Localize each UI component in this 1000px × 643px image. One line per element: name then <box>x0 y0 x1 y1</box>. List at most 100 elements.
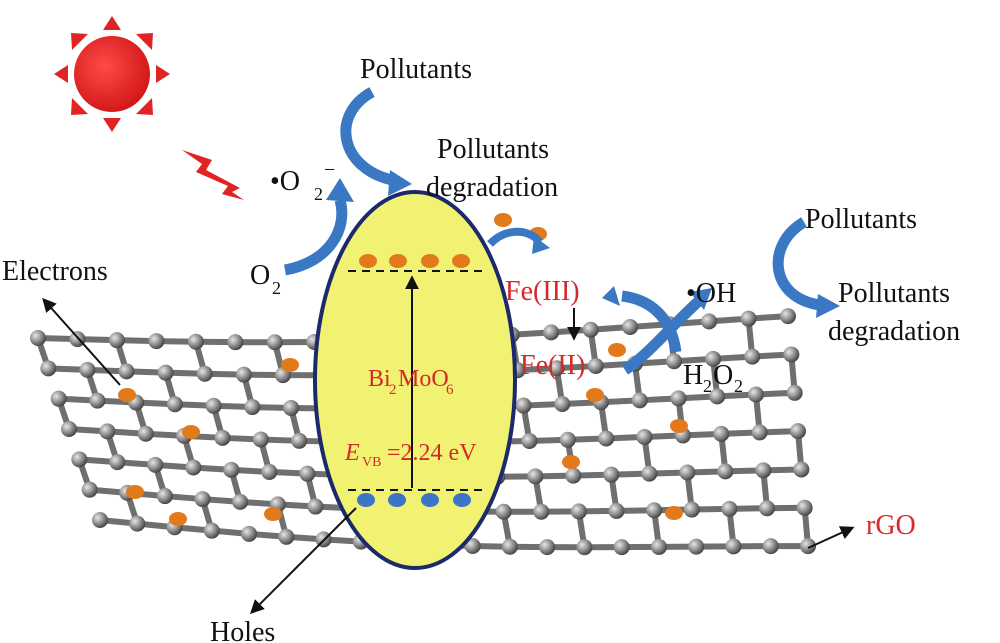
graphene-atom <box>725 538 742 555</box>
graphene-atom <box>235 366 252 383</box>
graphene-atom <box>79 361 96 378</box>
svg-text:•O: •O <box>270 166 300 197</box>
svg-text:=2.24 eV: =2.24 eV <box>387 440 477 466</box>
blue-arrowheads <box>326 170 840 318</box>
graphene-atom <box>646 502 663 519</box>
graphene-atom <box>598 430 615 447</box>
fe3-label: Fe(III) <box>505 276 580 307</box>
graphene-atom <box>244 399 261 416</box>
graphene-atom <box>464 537 481 554</box>
graphene-atom <box>278 528 295 545</box>
graphene-atom <box>783 346 800 363</box>
graphene-atom <box>252 431 269 448</box>
graphene-atom <box>495 503 512 520</box>
rgo-label: rGO <box>866 510 916 541</box>
degradation-top-line1: Pollutants <box>437 134 549 165</box>
graphene-atom <box>759 500 776 517</box>
graphene-atom <box>780 308 796 325</box>
graphene-atom <box>187 333 204 350</box>
graphene-atom <box>688 538 705 555</box>
graphene-atom <box>793 461 810 478</box>
graphene-atom <box>701 313 718 330</box>
svg-text:O: O <box>713 360 733 391</box>
graphene-atom <box>603 466 620 483</box>
graphene-atom <box>576 539 593 556</box>
pollutant-arrow-top <box>340 87 394 186</box>
graphene-atom <box>755 462 772 479</box>
graphene-atom <box>636 428 653 445</box>
electrons-label: Electrons <box>2 256 108 287</box>
bi2moo6-particle <box>313 190 517 570</box>
graphene-atom <box>608 502 625 519</box>
pollutants-right-label: Pollutants <box>805 204 917 235</box>
graphene-atom <box>299 465 316 482</box>
graphene-atom <box>543 324 560 341</box>
pollutants-top-label: Pollutants <box>360 54 472 85</box>
degradation-top-line2: degradation <box>426 172 558 203</box>
sun-icon <box>54 16 170 132</box>
graphene-atom <box>147 456 164 473</box>
svg-text:2: 2 <box>314 184 323 204</box>
evb-label: E VB =2.24 eV <box>344 440 477 470</box>
graphene-atom <box>214 429 231 446</box>
graphene-atom <box>157 364 174 381</box>
graphene-atom <box>166 396 183 413</box>
graphene-atom <box>713 425 730 442</box>
electron-transfer-arrow <box>487 227 544 247</box>
graphene-atom <box>565 467 582 484</box>
graphene-atom <box>683 501 700 518</box>
graphene-atom <box>582 321 599 338</box>
graphene-atom <box>185 459 202 476</box>
svg-text:MoO: MoO <box>398 366 449 392</box>
graphene-atom <box>148 333 165 350</box>
superoxide-label: •O 2 − <box>270 159 335 204</box>
graphene-atom <box>223 461 240 478</box>
graphene-atom <box>740 310 757 327</box>
graphene-atom <box>613 539 630 556</box>
graphene-atom <box>92 512 108 528</box>
svg-text:2: 2 <box>272 278 281 298</box>
graphene-atom <box>61 421 77 437</box>
catalyst-label: Bi 2 MoO 6 <box>368 366 454 398</box>
graphene-atom <box>533 503 550 520</box>
degradation-right-line2: degradation <box>828 316 960 347</box>
graphene-atom <box>40 360 57 377</box>
degradation-right-line1: Pollutants <box>838 278 950 309</box>
graphene-atom <box>261 463 278 480</box>
vb-holes <box>357 493 471 507</box>
oxygen-label: O 2 <box>250 260 281 298</box>
svg-text:2: 2 <box>734 376 743 396</box>
svg-text:2: 2 <box>703 376 712 396</box>
rgo-pointer <box>807 526 855 549</box>
graphene-atom <box>232 493 249 510</box>
graphene-atom <box>539 539 556 556</box>
rgo-electrons <box>118 213 688 526</box>
graphene-atom <box>744 348 761 365</box>
graphene-atom <box>705 350 722 367</box>
svg-text:Bi: Bi <box>368 366 391 392</box>
graphene-atom <box>559 431 576 448</box>
graphene-atom <box>717 463 734 480</box>
graphene-atom <box>30 330 46 346</box>
graphene-atom <box>631 392 648 409</box>
electrons-pointer <box>42 297 121 386</box>
fe2-label: Fe(II) <box>520 350 585 381</box>
holes-label: Holes <box>210 617 275 643</box>
graphene-atom <box>129 515 146 532</box>
holes-pointer <box>250 507 357 614</box>
graphene-atom <box>227 334 244 351</box>
graphene-atom <box>548 360 565 377</box>
graphene-atom <box>203 522 220 539</box>
graphene-atom <box>118 363 135 380</box>
graphene-atom <box>721 500 738 517</box>
svg-text:O: O <box>250 260 270 291</box>
svg-text:6: 6 <box>446 382 454 398</box>
graphene-atom <box>241 525 258 542</box>
graphene-atom <box>108 332 125 349</box>
graphene-atom <box>786 384 803 401</box>
svg-text:2: 2 <box>389 382 397 398</box>
graphene-atom <box>622 319 639 336</box>
graphene-atom <box>796 499 813 516</box>
lightning-icon <box>182 150 244 200</box>
